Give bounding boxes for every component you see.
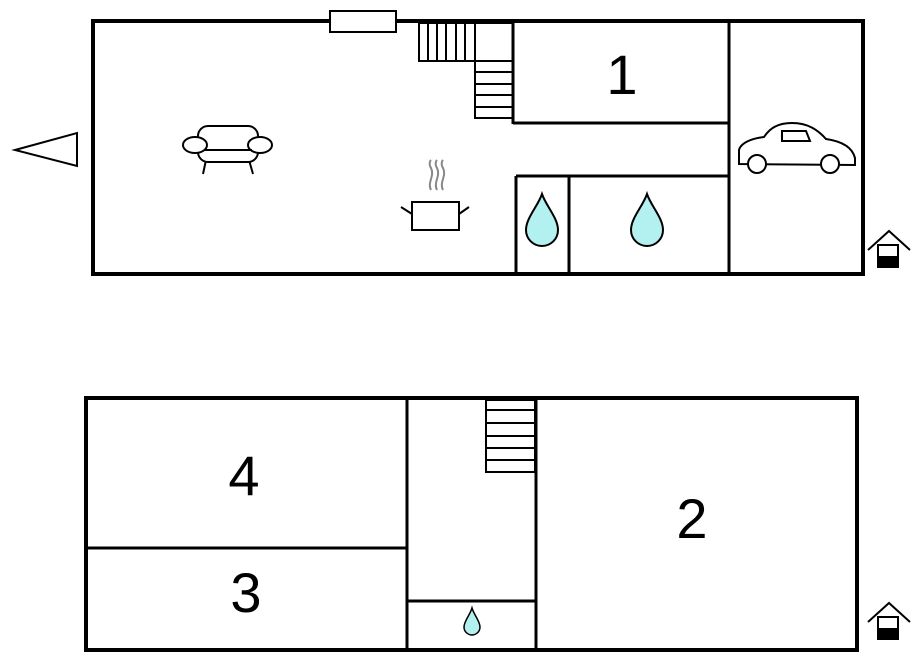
staircase-icon	[485, 399, 536, 473]
room-label-1: 1	[606, 43, 637, 106]
room-label-2: 2	[676, 487, 707, 550]
water-drop-icon	[629, 190, 665, 247]
car-icon	[738, 121, 856, 174]
staircase-icon	[418, 22, 514, 119]
north-arrow-icon	[11, 131, 78, 168]
upper-floor-outline	[84, 396, 859, 652]
room-label-4: 4	[228, 444, 259, 507]
cooking-pot-icon	[400, 159, 470, 231]
house-entrance-icon	[867, 229, 911, 268]
room-1-walls	[511, 23, 731, 274]
ground-floor: 1	[91, 10, 911, 276]
sofa-icon	[182, 125, 273, 175]
window-icon	[329, 10, 397, 33]
room-label-3: 3	[230, 561, 261, 624]
water-drop-icon	[463, 605, 481, 636]
water-drop-icon	[524, 190, 560, 247]
upper-floor: 4 3 2	[84, 396, 911, 652]
ground-floor-outline	[91, 19, 865, 276]
bathroom-walls	[514, 174, 729, 274]
house-entrance-icon	[867, 601, 911, 640]
upper-floor-walls	[88, 400, 538, 650]
